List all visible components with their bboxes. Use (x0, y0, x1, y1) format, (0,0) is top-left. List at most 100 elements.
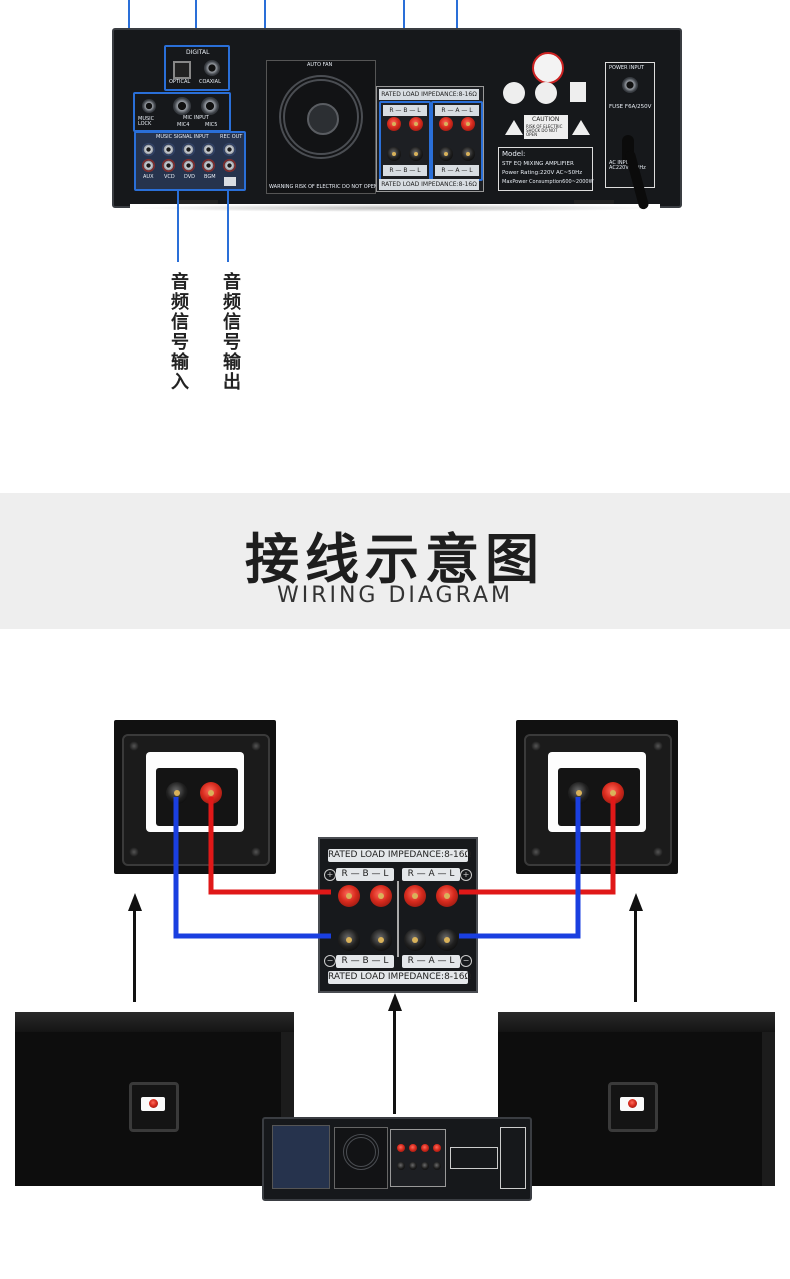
coaxial-port[interactable] (204, 60, 220, 76)
speaker-post-positive[interactable] (200, 782, 222, 804)
screw-icon (531, 741, 541, 751)
ac-input-label: AC INPUT AC220V~50Hz (609, 160, 646, 171)
thumb-io-block (272, 1125, 330, 1189)
terminal-post-black[interactable] (404, 929, 426, 951)
model-label: Model: (502, 150, 526, 158)
optical-port[interactable] (173, 61, 191, 79)
screw-icon (531, 847, 541, 857)
cabinet-post[interactable] (628, 1099, 637, 1108)
speaker-post-negative[interactable] (568, 782, 590, 804)
music-lock-knob[interactable] (142, 99, 156, 113)
speaker-terminal-panel: RATED LOAD IMPEDANCE:8-16Ω R — B — L R —… (376, 86, 484, 192)
channel-b-label: R — B — L (336, 868, 394, 881)
caution-label: CAUTION (532, 116, 560, 123)
thumb-post (409, 1144, 417, 1152)
channel-b-label-bottom: R — B — L (383, 165, 427, 176)
terminal-post-red[interactable] (461, 117, 475, 131)
callout-line-output (227, 190, 229, 262)
terminal-post-black[interactable] (436, 929, 458, 951)
rca-jack[interactable] (202, 159, 215, 172)
channel-a-label: R — A — L (435, 105, 479, 116)
cabinet-top (498, 1012, 775, 1032)
power-input-label: POWER INPUT (609, 65, 645, 71)
product-label: STF EQ MIXING AMPLIFIER (502, 161, 574, 167)
fuse-label: FUSE F6A/250V (609, 104, 652, 110)
cabinet-top (15, 1012, 294, 1032)
terminal-post-red[interactable] (404, 885, 426, 907)
fan-warning-label: WARNING RISK OF ELECTRIC DO NOT OPEN (269, 184, 378, 190)
max-power-label: MaxPower Consumption600~2000W (502, 179, 594, 185)
terminal-post-black[interactable] (409, 147, 423, 161)
section-title-en: WIRING DIAGRAM (276, 583, 514, 608)
arrow-right-head (629, 893, 643, 911)
caution-text: RISK OF ELECTRIC SHOCK DO NOT OPEN (526, 124, 563, 137)
fan-grille: AUTO FAN WARNING RISK OF ELECTRIC DO NOT… (266, 60, 378, 194)
cabinet-terminal-plate (129, 1082, 179, 1132)
screw-icon (129, 741, 139, 751)
panel-divider (397, 881, 399, 957)
thumb-label-block (450, 1147, 498, 1169)
fuse-holder[interactable] (622, 77, 638, 93)
auto-fan-label: AUTO FAN (307, 62, 333, 68)
vcd-label: VCD (164, 174, 175, 180)
channel-b-label-bottom: R — B — L (336, 955, 394, 968)
rca-jack[interactable] (182, 143, 195, 156)
speaker-post-negative[interactable] (166, 782, 188, 804)
channel-a-label-bottom: R — A — L (402, 955, 460, 968)
terminal-post-red[interactable] (338, 885, 360, 907)
rca-jack[interactable] (142, 143, 155, 156)
arrow-right (634, 910, 637, 1002)
rca-jack[interactable] (202, 143, 215, 156)
terminal-post-red[interactable] (436, 885, 458, 907)
terminal-post-red[interactable] (370, 885, 392, 907)
rec-out-jack[interactable] (223, 159, 236, 172)
screw-icon (251, 741, 261, 751)
terminal-post-black[interactable] (461, 147, 475, 161)
cabinet-side (762, 1032, 775, 1186)
channel-b-label: R — B — L (383, 105, 427, 116)
mic5-jack[interactable] (201, 97, 219, 115)
mic4-jack[interactable] (173, 97, 191, 115)
certification-icon (503, 82, 525, 104)
cabinet-terminal-plate (608, 1082, 658, 1132)
amp-shadow (130, 204, 660, 212)
right-speaker-cabinet (498, 1012, 775, 1186)
rca-jack[interactable] (142, 159, 155, 172)
speaker-post-positive[interactable] (602, 782, 624, 804)
rca-jack[interactable] (182, 159, 195, 172)
minus-icon: − (460, 955, 472, 967)
fan-hub (307, 103, 339, 135)
aux-label: AUX (143, 174, 154, 180)
wire-positive-right (459, 797, 616, 895)
plus-icon: + (460, 869, 472, 881)
recycle-bin-icon (570, 82, 586, 102)
rca-jack[interactable] (162, 143, 175, 156)
music-signal-input-label: MUSIC SIGNAL INPUT (156, 134, 209, 140)
terminal-post-red[interactable] (439, 117, 453, 131)
cabinet-post[interactable] (149, 1099, 158, 1108)
certification-icon (535, 82, 557, 104)
terminal-post-red[interactable] (409, 117, 423, 131)
terminal-post-black[interactable] (338, 929, 360, 951)
right-speaker-terminal-closeup (516, 720, 678, 874)
terminal-post-black[interactable] (387, 147, 401, 161)
music-signal-input-box: MUSIC SIGNAL INPUT REC OUT AUX VCD DVD B… (134, 131, 246, 191)
thumb-post (409, 1162, 417, 1170)
callout-line-input (177, 190, 179, 262)
minus-icon: − (324, 955, 336, 967)
rca-jack[interactable] (162, 159, 175, 172)
thumb-fan-icon (334, 1127, 388, 1189)
power-input-section: POWER INPUT FUSE F6A/250V AC INPUT AC220… (605, 62, 655, 188)
terminal-post-red[interactable] (387, 117, 401, 131)
coaxial-label: COAXIAL (199, 79, 221, 85)
left-speaker-cabinet (15, 1012, 294, 1186)
screw-icon (251, 847, 261, 857)
power-rating-label: Power Rating:220V AC~50Hz (502, 170, 583, 176)
rated-load-label: RATED LOAD IMPEDANCE:8-16Ω (379, 89, 479, 100)
terminal-post-black[interactable] (370, 929, 392, 951)
rec-out-jack[interactable] (223, 143, 236, 156)
thumb-terminal-block (390, 1129, 446, 1187)
terminal-post-black[interactable] (439, 147, 453, 161)
callout-line (195, 0, 197, 45)
